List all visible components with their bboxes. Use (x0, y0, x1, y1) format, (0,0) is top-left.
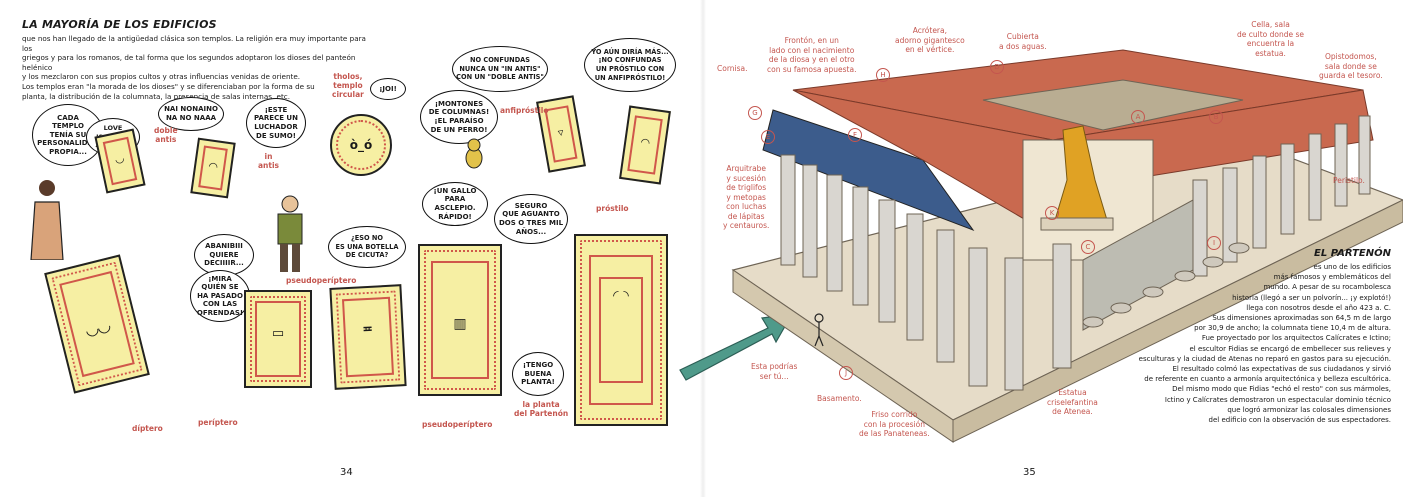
speech-bubble-luchador: ¡ESTE PARECE UN LUCHADOR DE SUMO! (246, 98, 306, 148)
plan-periptero: ▭ (244, 290, 312, 388)
marker-e: E (761, 130, 775, 144)
figure-woman (30, 178, 64, 261)
label-peristilo: Peristilo. (1333, 176, 1365, 185)
book-gutter (700, 0, 706, 497)
plan-in-antis: ◠ (190, 137, 236, 199)
left-page: LA MAYORÍA DE LOS EDIFICIOS que nos han … (22, 18, 676, 478)
label-pseudoperiptero-2: pseudoperíptero (422, 420, 493, 429)
label-acrotera: Acrótera, adorno gigantesco en el vértic… (895, 26, 965, 54)
speech-bubble-planta: ¡TENGO BUENA PLANTA! (512, 352, 564, 396)
plan-pseudoperiptero-2: ▥ (418, 244, 502, 396)
speech-bubble-abanibiii: ABANIBIII QUIERE DECIIIIR... (194, 234, 254, 276)
marker-f: F (848, 128, 862, 142)
arrow-to-parthenon (676, 306, 796, 386)
plan-pseudoperiptero-1: ≖ (329, 284, 407, 390)
plan-diptero: ◡◡ (44, 254, 150, 394)
label-fronton: Frontón, en un lado con el nacimiento de… (767, 36, 857, 74)
page-heading: LA MAYORÍA DE LOS EDIFICIOS (22, 18, 217, 31)
marker-k: K (1045, 206, 1059, 220)
speech-bubble-columnas: ¡MONTONES DE COLUMNAS! ¡EL PARAÍSO DE UN… (420, 90, 498, 144)
label-prostilo: próstilo (596, 204, 629, 213)
marker-b: B (1209, 110, 1223, 124)
label-periptero: períptero (198, 418, 238, 427)
intro-text: que nos han llegado de la antigüedad clá… (22, 34, 366, 101)
label-cubierta: Cubierta a dos aguas. (999, 32, 1047, 51)
marker-a: A (1131, 110, 1145, 124)
marker-g: G (748, 106, 762, 120)
label-planta-partenon: la planta del Partenón (514, 400, 569, 418)
parthenon-illustration (723, 30, 1405, 450)
label-diptero: díptero (132, 424, 163, 433)
label-friso: Friso corrido con la procesión de las Pa… (859, 410, 930, 438)
label-tholos: tholos, templo circular (332, 72, 364, 99)
parthenon-text: es uno de los edificios más famosos y em… (1138, 263, 1391, 425)
label-cornisa: Cornisa. (717, 64, 748, 73)
label-in-antis: in antis (258, 152, 280, 170)
plan-prostilo: ◠ (619, 105, 671, 185)
label-cella: Cella, sala de culto donde se encuentra … (1237, 20, 1305, 58)
label-esta-podrias: Esta podrías ser tú... (751, 362, 798, 381)
label-pseudoperiptero-1: pseudoperíptero (286, 276, 357, 285)
marker-i: I (1207, 236, 1221, 250)
speech-bubble-anfiprostilo: YO AÚN DIRÍA MÁS... ¡NO CONFUNDAS UN PRÓ… (584, 38, 676, 92)
label-arquitrabe: Arquitrabe y sucesión de triglifos y met… (723, 164, 770, 230)
figure-explorer (270, 194, 310, 276)
right-page: G E F H D A B K C I J Cornisa. Frontón, … (703, 0, 1406, 497)
marker-d: D (990, 60, 1004, 74)
label-opistodomos: Opistodomos, sala donde se guarda el tes… (1319, 52, 1383, 80)
marker-c: C (1081, 240, 1095, 254)
page-number-left: 34 (340, 467, 353, 478)
page-number-right: 35 (1023, 467, 1036, 478)
plan-partenon: ◜ ◝ (574, 234, 668, 426)
label-basamento: Basamento. (817, 394, 862, 403)
speech-bubble-gallo: ¡UN GALLO PARA ASCLEPIO. RÁPIDO! (422, 182, 488, 226)
speech-bubble-in-antis: NO CONFUNDAS NUNCA UN "IN ANTIS" CON UN … (452, 46, 548, 92)
marker-h: H (876, 68, 890, 82)
speech-bubble-nai: NAI NONAINO NA NO NAAA (158, 97, 224, 131)
speech-bubble-ofrendas: ¡MIRA QUIÉN SE HA PASADO CON LAS OFRENDA… (190, 270, 250, 322)
speech-bubble-cicuta: ¿ESO NO ES UNA BOTELLA DE CICUTA? (328, 226, 406, 268)
label-doble-antis: doble antis (154, 126, 178, 144)
marker-j: J (839, 366, 853, 380)
figure-dog (460, 136, 488, 172)
label-estatua: Estatua criselefantina de Atenea. (1047, 388, 1098, 416)
label-anfiprostilo: anfipróstilo (500, 106, 549, 115)
plan-tholos: ò_ó (330, 114, 392, 176)
speech-bubble-joi: ¡JOI! (370, 78, 406, 100)
speech-bubble-aguanto: SEGURO QUE AGUANTO DOS O TRES MIL AÑOS..… (494, 194, 568, 244)
parthenon-title: EL PARTENÓN (1314, 248, 1391, 259)
